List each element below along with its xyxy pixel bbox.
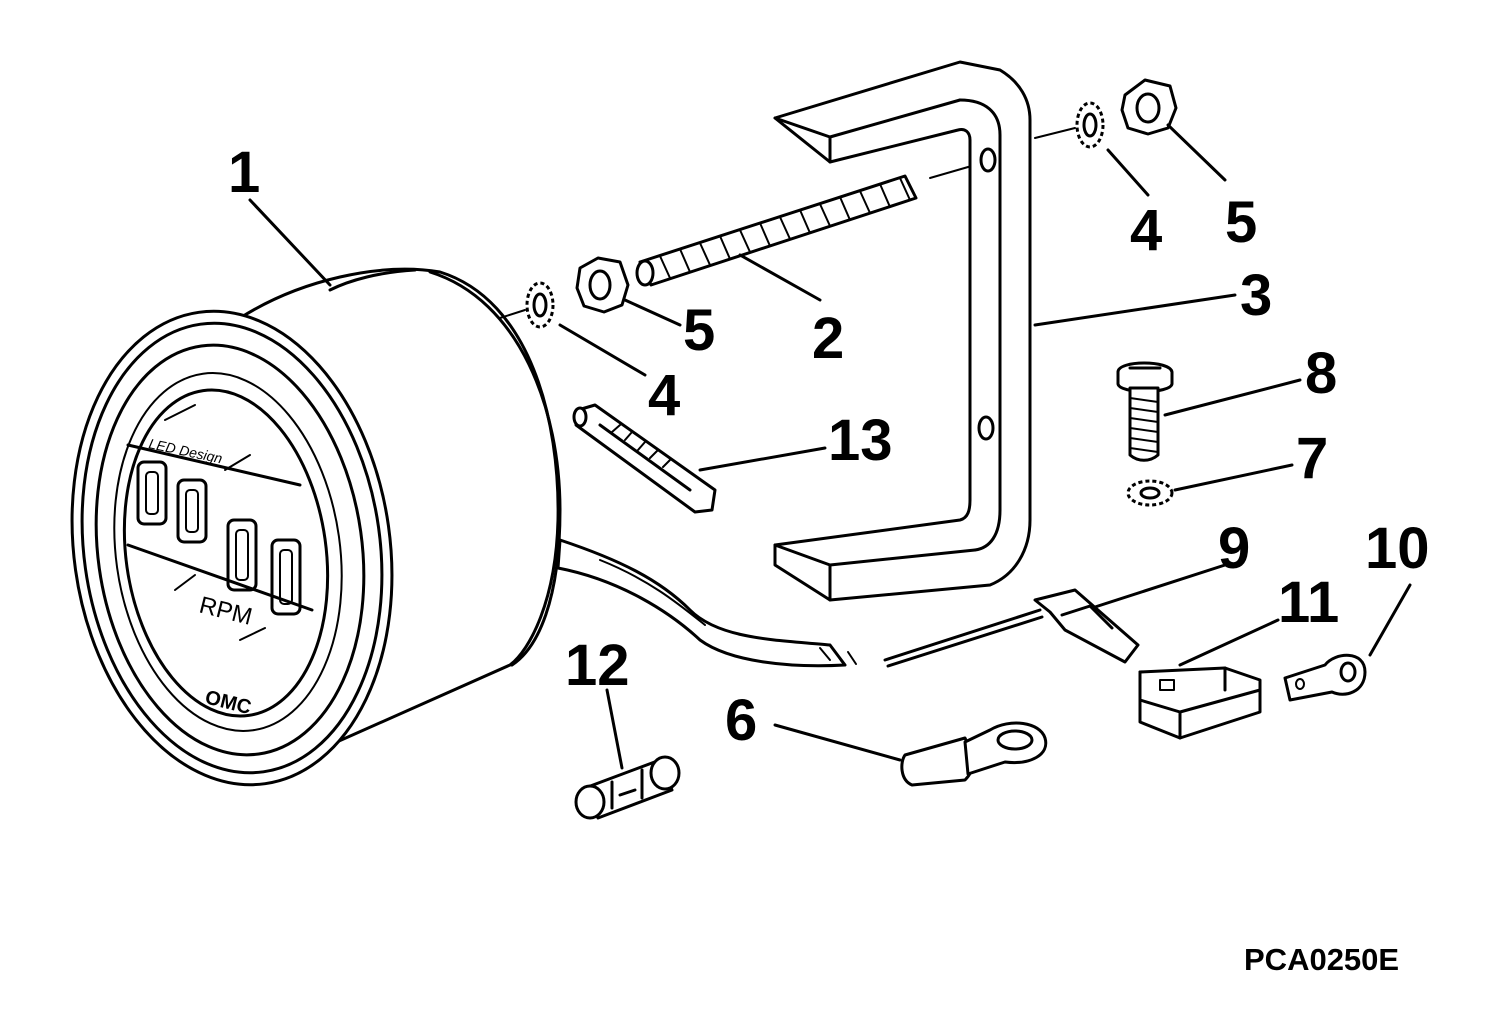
callout-numbers: 1 2 3 4 4 5 5 6 7 8 9 10 11 12 13 bbox=[228, 140, 1430, 753]
hex-nut-5a bbox=[575, 256, 630, 314]
ring-terminal bbox=[900, 721, 1048, 787]
callout-7: 7 bbox=[1296, 426, 1328, 491]
callout-13: 13 bbox=[828, 408, 893, 473]
callout-8: 8 bbox=[1305, 341, 1337, 406]
tachometer-gauge: LED Design RPM OMC bbox=[70, 267, 857, 787]
mounting-bracket bbox=[773, 60, 1032, 602]
callout-9: 9 bbox=[1218, 516, 1250, 581]
clip-terminal bbox=[1138, 666, 1262, 740]
star-washer bbox=[1126, 479, 1174, 507]
figure-code: PCA0250E bbox=[1244, 942, 1400, 977]
fuse bbox=[574, 755, 681, 820]
callout-5b: 5 bbox=[1225, 190, 1257, 255]
callout-6: 6 bbox=[725, 688, 757, 753]
digit-display bbox=[136, 460, 302, 616]
callout-4a: 4 bbox=[648, 363, 680, 428]
lock-washer-4b bbox=[1075, 101, 1105, 149]
screw bbox=[1116, 361, 1174, 462]
hex-nut-5b bbox=[1120, 78, 1178, 136]
spade-terminal bbox=[883, 588, 1140, 668]
lock-washer-4a bbox=[525, 281, 555, 329]
callout-4b: 4 bbox=[1130, 198, 1162, 263]
callout-2: 2 bbox=[812, 306, 844, 371]
tab-terminal bbox=[1283, 653, 1367, 702]
callout-3: 3 bbox=[1240, 263, 1272, 328]
leader-lines bbox=[248, 123, 1412, 770]
callout-12: 12 bbox=[565, 633, 630, 698]
callout-5a: 5 bbox=[683, 298, 715, 363]
threaded-stud bbox=[635, 174, 918, 287]
callout-1: 1 bbox=[228, 140, 260, 205]
callout-11: 11 bbox=[1278, 570, 1339, 635]
callout-10: 10 bbox=[1365, 516, 1430, 581]
indicator-bulb bbox=[572, 403, 717, 514]
